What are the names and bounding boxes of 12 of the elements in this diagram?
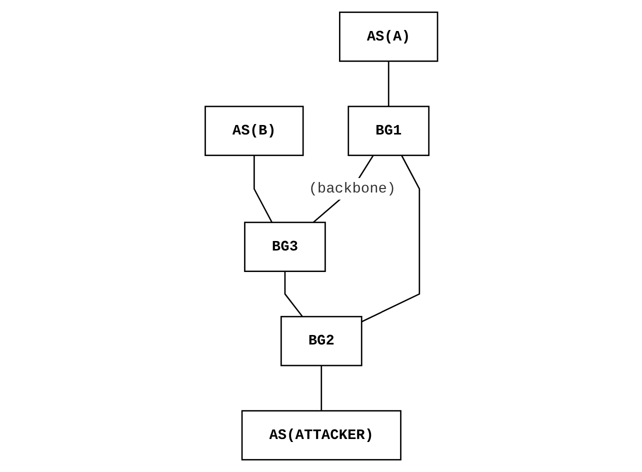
connector (388, 61, 389, 106)
connector (284, 271, 303, 318)
node-box: AS(A) (338, 12, 438, 62)
node-box: BG3 (244, 222, 326, 272)
connector (320, 366, 322, 411)
node-box: BG1 (347, 106, 430, 156)
edge-label: (backbone) (308, 180, 396, 198)
node-box: BG2 (280, 316, 362, 366)
connector (360, 155, 420, 322)
node-box: AS(B) (204, 106, 304, 156)
connector (253, 155, 272, 223)
node-box: AS(ATTACKER) (240, 410, 402, 460)
